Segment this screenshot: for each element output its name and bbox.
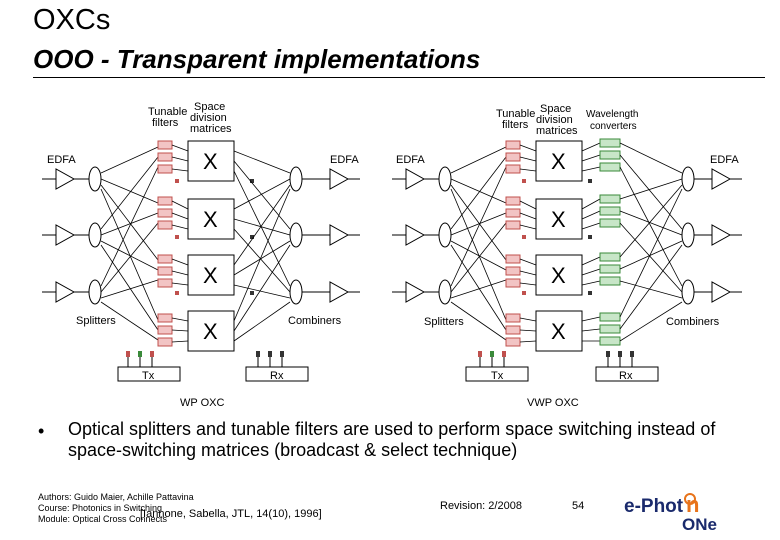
vwp-add-drop-ports: [522, 179, 592, 295]
vwp-tunable-filters: [505, 140, 521, 347]
wp-space-matrices: X X X X: [187, 140, 235, 352]
wp-output-amplifiers: [302, 168, 360, 303]
vwp-label-matrices: matrices: [536, 125, 578, 137]
wp-matrix-2-symbol: X: [203, 207, 218, 232]
wp-matrix-1-symbol: X: [203, 149, 218, 174]
vwp-combiner-fibers: [619, 142, 683, 342]
wp-splitter-fibers: [100, 146, 159, 341]
wp-splitters-label: Splitters: [76, 315, 116, 327]
footer-credits: Authors: Guido Maier, Achille Pattavina …: [38, 492, 194, 525]
vwp-combiners: [681, 166, 695, 305]
wp-edfa-right-label: EDFA: [330, 154, 359, 166]
wp-splitters: [88, 166, 102, 305]
page-number: 54: [572, 500, 585, 512]
wp-edfa-left-label: EDFA: [47, 154, 76, 166]
footer-authors: Authors: Guido Maier, Achille Pattavina: [38, 492, 194, 502]
vwp-label-tunable: Tunable: [496, 108, 535, 120]
vwp-oxc-diagram: Tunable filters Space division matrices …: [392, 103, 742, 409]
vwp-label-filters: filters: [502, 119, 529, 131]
logo-text-ephot: e-Phot: [624, 496, 684, 517]
logo-ring-icon: [684, 493, 696, 505]
wp-label-filters: filters: [152, 117, 179, 129]
wp-matrix-3-symbol: X: [203, 263, 218, 288]
vwp-matrix-2-symbol: X: [551, 207, 566, 232]
vwp-splitters: [438, 166, 452, 305]
vwp-input-amplifiers: [392, 168, 440, 303]
vwp-rx-label: Rx: [619, 370, 633, 382]
vwp-tx-block: Tx: [465, 351, 529, 382]
wp-label-tunable: Tunable: [148, 106, 187, 118]
wp-input-amplifiers: [42, 168, 90, 303]
vwp-matrix-3-symbol: X: [551, 263, 566, 288]
logo-text-n: n: [686, 492, 699, 517]
logo-text-one: ONe: [682, 515, 717, 532]
oxc-diagrams: Tunable filters Space division matrices …: [42, 101, 742, 409]
vwp-matrix-1-symbol: X: [551, 149, 566, 174]
vwp-matrix-4-symbol: X: [551, 319, 566, 344]
slide-subtitle: OOO - Transparent implementations: [33, 44, 481, 74]
vwp-rx-block: Rx: [595, 351, 659, 382]
footer-revision: Revision: 2/2008: [440, 500, 522, 512]
vwp-label-division: division: [536, 114, 573, 126]
vwp-tx-label: Tx: [491, 370, 504, 382]
bullet-text: Optical splitters and tunable filters ar…: [68, 419, 716, 460]
wp-rx-block: Rx: [245, 351, 309, 382]
bullet-marker: •: [38, 421, 45, 441]
wp-rx-label: Rx: [270, 370, 284, 382]
wp-label-space: Space: [194, 101, 225, 113]
vwp-label-converters: converters: [590, 121, 637, 132]
vwp-splitter-fibers: [450, 146, 507, 341]
wp-matrix-4-symbol: X: [203, 319, 218, 344]
wp-combiners: [289, 166, 303, 305]
wp-tunable-filters: [157, 140, 173, 347]
wp-caption: WP OXC: [180, 397, 224, 409]
wp-label-matrices: matrices: [190, 123, 232, 135]
wp-combiners-label: Combiners: [288, 315, 342, 327]
wp-matrix-links: [171, 144, 189, 343]
title-underline: [33, 77, 765, 78]
slide-title: OXCs: [33, 4, 111, 36]
vwp-output-amplifiers: [694, 168, 742, 303]
wp-combiner-fibers: [233, 150, 291, 342]
wp-add-drop-ports: [175, 179, 254, 295]
e-photon-one-logo: e-Phot n ONe: [624, 492, 717, 532]
vwp-splitters-label: Splitters: [424, 316, 464, 328]
wp-oxc-diagram: Tunable filters Space division matrices …: [42, 101, 360, 409]
vwp-label-wavelength: Wavelength: [586, 109, 638, 120]
wp-tx-block: Tx: [117, 351, 181, 382]
vwp-edfa-right-label: EDFA: [710, 154, 739, 166]
footer-module: Module: Optical Cross Connects: [38, 514, 168, 524]
footer-citation: [Iannone, Sabella, JTL, 14(10), 1996]: [140, 508, 322, 520]
wp-tx-label: Tx: [142, 370, 155, 382]
footer-course: Course: Photonics in Switching: [38, 503, 163, 513]
vwp-space-matrices: X X X X: [535, 140, 583, 352]
vwp-caption: VWP OXC: [527, 397, 579, 409]
vwp-wavelength-converters: [599, 138, 621, 346]
vwp-combiners-label: Combiners: [666, 316, 720, 328]
vwp-edfa-left-label: EDFA: [396, 154, 425, 166]
vwp-matrix-links: [519, 142, 601, 343]
vwp-label-space: Space: [540, 103, 571, 115]
wp-label-division: division: [190, 112, 227, 124]
